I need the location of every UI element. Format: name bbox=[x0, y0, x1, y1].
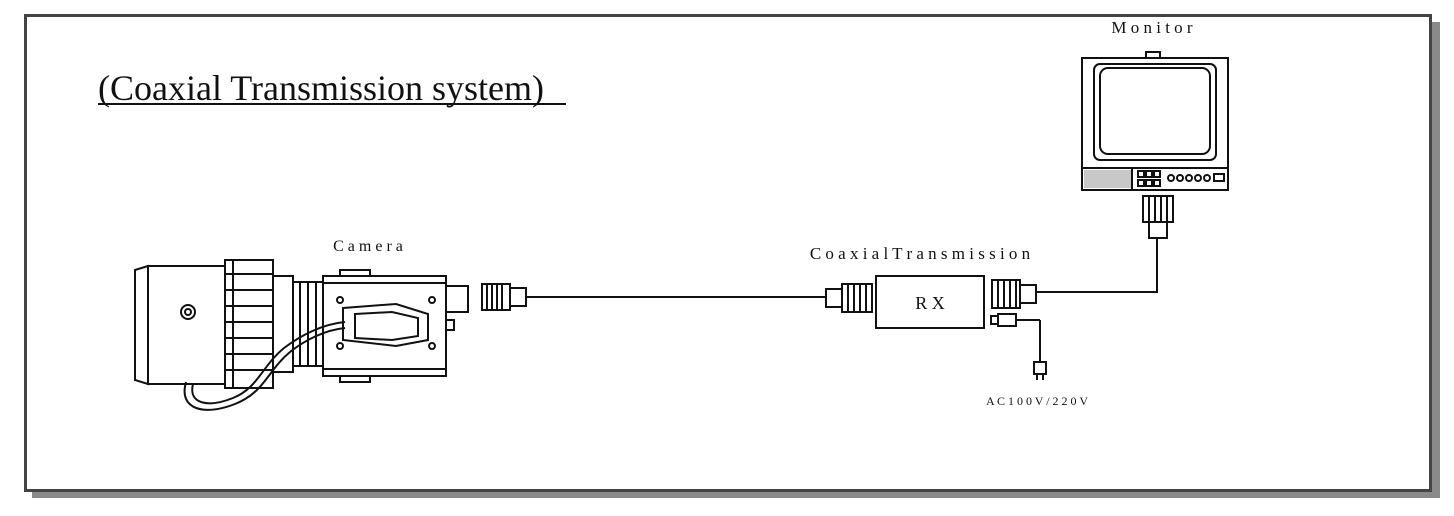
monitor-label: M o n i t o r bbox=[1111, 18, 1193, 37]
power-plug-icon bbox=[990, 313, 1047, 380]
receiver-box bbox=[875, 275, 985, 329]
coaxial-transmission-label: C o a x i a l T r a n s m i s s i o n bbox=[810, 244, 1031, 263]
monitor-icon bbox=[1081, 51, 1229, 191]
camera-label: C a m e r a bbox=[333, 238, 403, 255]
bnc-connector-icon bbox=[825, 283, 873, 313]
bnc-connector-icon bbox=[481, 283, 527, 311]
bnc-connector-icon bbox=[1142, 195, 1174, 239]
receiver-label: R X bbox=[915, 293, 945, 313]
camera-icon bbox=[134, 259, 469, 411]
power-label: A C 1 0 0 V / 2 2 0 V bbox=[986, 394, 1088, 408]
video-cable bbox=[1036, 238, 1158, 293]
diagram-title: (Coaxial Transmission system) bbox=[98, 68, 544, 108]
bnc-connector-icon bbox=[991, 279, 1037, 309]
